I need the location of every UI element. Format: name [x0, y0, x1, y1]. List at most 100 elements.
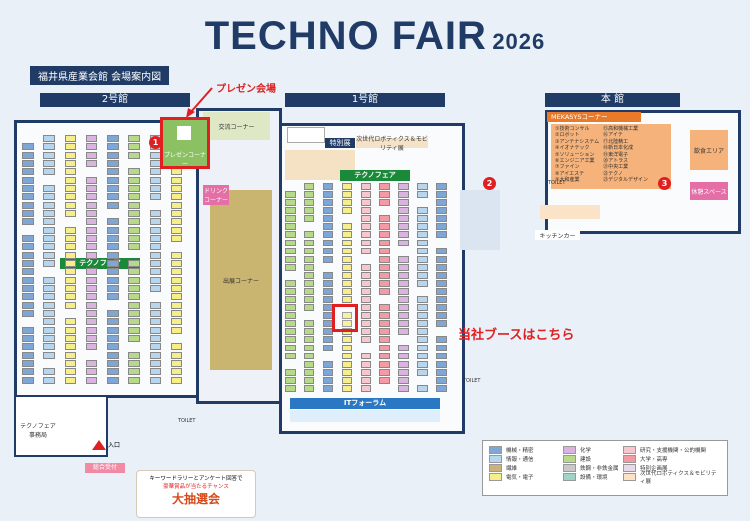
legend-label: 設備・環境 [580, 474, 608, 481]
booth [341, 239, 353, 247]
booth [85, 243, 98, 251]
legend-swatch [623, 445, 636, 454]
booth [128, 276, 140, 284]
booth [43, 335, 55, 342]
booth [285, 344, 296, 352]
reception-label: 総合受付 [85, 463, 125, 473]
booth [149, 360, 162, 367]
fair-title-main: TECHNO FAIR [204, 14, 487, 58]
booth [64, 276, 77, 284]
legend-item: 設備・環境 [563, 472, 619, 481]
booth [43, 310, 55, 317]
booth [170, 185, 183, 192]
booth [43, 218, 55, 226]
presentation-arrowhead [186, 108, 195, 118]
legend-item: 鉄鋼・非鉄金属 [563, 463, 619, 472]
booth [64, 351, 77, 359]
booth [149, 193, 162, 201]
booth [43, 318, 55, 326]
booth [128, 168, 140, 176]
booth [322, 215, 334, 223]
booth [170, 368, 183, 376]
booth [64, 193, 77, 201]
booth [22, 301, 34, 309]
hall2-top-corner: 交流コーナー [203, 112, 270, 140]
booth [322, 368, 334, 376]
legend-swatch [489, 472, 502, 481]
booth [64, 301, 77, 309]
booth [107, 193, 119, 201]
booth [303, 368, 315, 376]
booth [128, 360, 140, 367]
booth [22, 285, 34, 292]
booth [64, 176, 77, 184]
booth [436, 352, 447, 360]
booth [64, 185, 77, 192]
booth [22, 293, 34, 301]
booth [341, 336, 353, 344]
booth [379, 344, 390, 352]
booth [149, 310, 162, 317]
booth [341, 191, 353, 198]
our-booth-highlight[interactable] [332, 304, 358, 332]
booth [417, 360, 428, 368]
hall2-label: 2号館 [40, 93, 190, 107]
booth [107, 360, 119, 367]
booth [322, 183, 334, 190]
legend-label: 次世代ロボティクス＆モビリティ展 [640, 470, 717, 485]
booth [341, 320, 353, 328]
booth [341, 344, 353, 352]
mekasys-item: ⑨大和産業 [555, 177, 580, 184]
legend-label: 鉄鋼・非鉄金属 [580, 465, 619, 472]
booth [341, 360, 353, 368]
booth [285, 328, 296, 336]
booth [379, 239, 390, 247]
booth [398, 312, 409, 320]
lottery-title: 大抽選会 [171, 492, 220, 506]
booth [417, 183, 428, 190]
booth [170, 276, 183, 284]
booth [64, 376, 77, 384]
booth [398, 344, 409, 352]
booth [341, 288, 353, 295]
booth [170, 293, 183, 301]
booth [22, 368, 34, 376]
booth [379, 191, 390, 198]
legend-swatch [563, 463, 576, 472]
booth [285, 304, 296, 311]
booth [128, 260, 140, 267]
booth [85, 318, 98, 326]
booth [43, 135, 55, 142]
booth [22, 185, 34, 192]
booth [341, 247, 353, 255]
booth [436, 191, 447, 198]
booth [398, 352, 409, 360]
booth [107, 326, 119, 334]
booth [170, 285, 183, 292]
booth [285, 263, 296, 271]
booth [43, 376, 55, 384]
booth [379, 223, 390, 231]
booth [85, 368, 98, 376]
legend-item: 大学・高専 [623, 454, 721, 463]
booth [170, 218, 183, 226]
booth [303, 255, 315, 263]
mekasys-item: ⑮高和機械工業 [603, 126, 639, 132]
booth [64, 135, 77, 142]
mekasys-col-right: ⑮高和機械工業 ⑯アイテ ⑰北陸精工 ⑱新日本化成 ⑲東洋電子 ⑳アトラス ㉑中… [603, 126, 648, 184]
presentation-corner[interactable]: プレゼンコーナー [160, 117, 210, 169]
legend-label: 大学・高専 [640, 456, 668, 463]
legend-swatch [489, 463, 502, 472]
booth [341, 271, 353, 279]
main-hall-strip [540, 205, 600, 219]
booth [398, 207, 409, 215]
booth [64, 318, 77, 326]
booth [436, 223, 447, 231]
booth [22, 310, 34, 317]
booth [107, 310, 119, 317]
legend-label: 建設 [580, 456, 592, 463]
booth [285, 368, 296, 376]
booth [303, 207, 315, 215]
booth [85, 210, 98, 217]
booth [285, 376, 296, 384]
